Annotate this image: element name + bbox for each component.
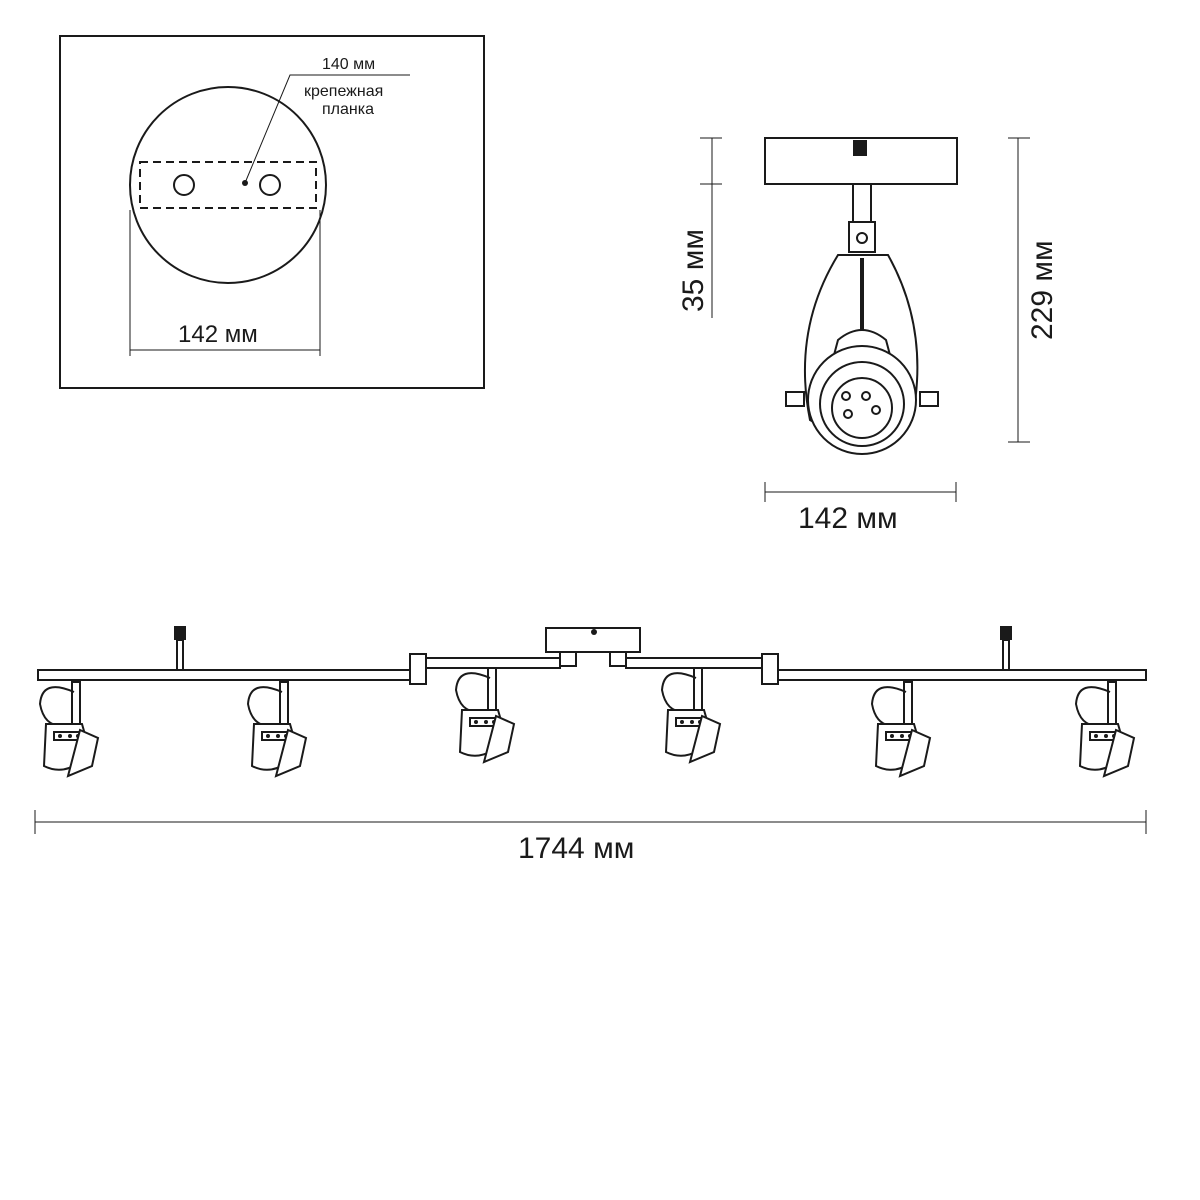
total-length-label: 1744 мм (518, 832, 634, 865)
led-2 (861, 391, 871, 401)
left-inner-arm (425, 657, 561, 669)
mount-plate-circle (129, 86, 327, 284)
offset-label: 35 мм (677, 229, 710, 312)
left-bar (37, 669, 411, 681)
spot-3 (454, 667, 516, 764)
diameter-label: 142 мм (178, 321, 258, 348)
spot-1 (38, 681, 100, 778)
bracket-name-line1: крепежная (304, 83, 383, 100)
screw-hole-right (259, 174, 281, 196)
stem (852, 183, 872, 225)
width-label: 142 мм (798, 502, 898, 535)
right-joint (761, 653, 779, 685)
right-support (1002, 639, 1010, 671)
spot-2 (246, 681, 308, 778)
mounting-bracket-dashed (139, 161, 317, 209)
lamp-lens (831, 377, 893, 439)
canopy-screw (853, 140, 867, 156)
mount-plate-panel: 140 мм крепежная планка 142 мм (59, 35, 485, 389)
swivel-joint (848, 221, 876, 253)
center-canopy (545, 627, 641, 653)
led-3 (843, 409, 853, 419)
spot-5 (870, 681, 932, 778)
leader-line (244, 74, 410, 184)
left-joint (409, 653, 427, 685)
left-support (176, 639, 184, 671)
bracket-length-label: 140 мм (322, 56, 375, 73)
bracket-name-line2: планка (322, 101, 374, 118)
lamp-rim (819, 361, 905, 447)
spot-4 (660, 667, 722, 764)
knob-left (785, 391, 805, 407)
right-bar (777, 669, 1147, 681)
right-inner-arm (625, 657, 763, 669)
fixture-front-view: 1744 мм (34, 626, 1147, 865)
single-lamp-view: 35 мм 229 мм 142 мм (677, 137, 1059, 535)
screw-hole-left (173, 174, 195, 196)
spot-6 (1074, 681, 1136, 778)
knob-right (919, 391, 939, 407)
led-1 (841, 391, 851, 401)
panel-frame (59, 35, 485, 389)
height-label: 229 мм (1026, 240, 1059, 340)
led-4 (871, 405, 881, 415)
